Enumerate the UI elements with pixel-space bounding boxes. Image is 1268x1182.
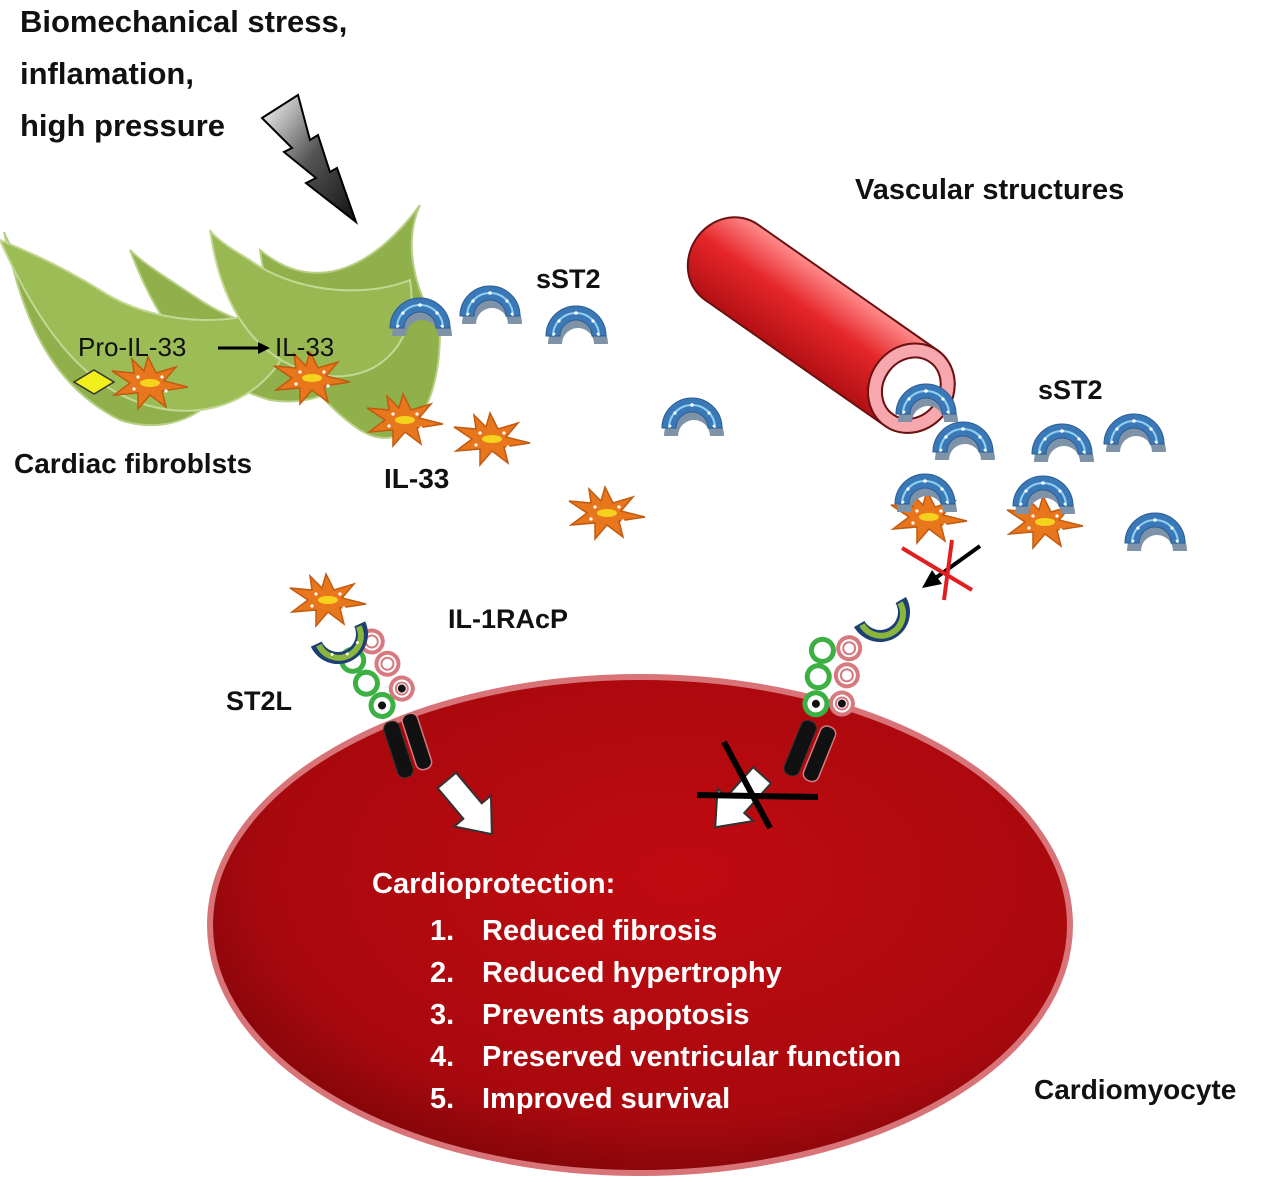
stimulus-line: inflamation, xyxy=(20,56,194,91)
cardioprotection-title: Cardioprotection: xyxy=(372,868,616,900)
il33-label: IL-33 xyxy=(275,332,335,362)
sst2-icon xyxy=(459,285,523,325)
cardiomyocyte-cell xyxy=(207,674,1073,1176)
list-item: 2.Reduced hypertrophy xyxy=(430,957,782,989)
il1racp-label: IL-1RAcP xyxy=(448,604,569,634)
signal-arrow-icon xyxy=(436,771,493,836)
st2l-label: ST2L xyxy=(226,686,293,716)
stimulus-label: Biomechanical stress, inflamation, high … xyxy=(20,0,347,152)
sst2-icon xyxy=(545,305,609,345)
il33-icon xyxy=(568,486,646,540)
pro-il33-label: Pro-IL-33 xyxy=(78,332,187,362)
stimulus-line: Biomechanical stress, xyxy=(20,4,348,39)
sst2-label: sST2 xyxy=(536,264,601,294)
list-item: 5.Improved survival xyxy=(430,1083,731,1115)
cardiac-fibroblasts-label: Cardiac fibroblsts xyxy=(14,448,253,479)
st2l-receptor-head-left xyxy=(310,621,368,664)
sst2-icon xyxy=(932,421,996,461)
il33-icon xyxy=(453,412,531,466)
sst2-label: sST2 xyxy=(1038,375,1103,405)
list-item: 4.Preserved ventricular function xyxy=(430,1041,902,1073)
list-item: 1.Reduced fibrosis xyxy=(430,915,718,947)
list-item: 3.Prevents apoptosis xyxy=(430,999,750,1031)
cardiomyocyte-label: Cardiomyocyte xyxy=(1034,1074,1237,1105)
cardioprotection-list: 1.Reduced fibrosis 2.Reduced hypertrophy… xyxy=(430,910,901,1120)
vascular-structures-label: Vascular structures xyxy=(855,174,1125,206)
lightning-bolt-icon xyxy=(260,93,359,225)
sst2-icon xyxy=(1103,413,1167,453)
sst2-icon xyxy=(661,397,725,437)
sst2-icon xyxy=(1124,512,1188,552)
cardiac-fibroblasts xyxy=(0,204,442,439)
conversion-arrow-icon xyxy=(218,342,270,354)
stimulus-line: high pressure xyxy=(20,108,225,143)
il33-bound-icon xyxy=(289,573,367,627)
il33-label: IL-33 xyxy=(384,463,450,494)
st2l-receptor-head-right xyxy=(854,597,910,642)
pro-il33-diamond-icon xyxy=(72,369,116,395)
sst2-icon xyxy=(1031,423,1095,463)
blocked-signal-arrow-icon xyxy=(696,740,819,830)
blocked-binding-arrow-icon xyxy=(900,539,982,601)
